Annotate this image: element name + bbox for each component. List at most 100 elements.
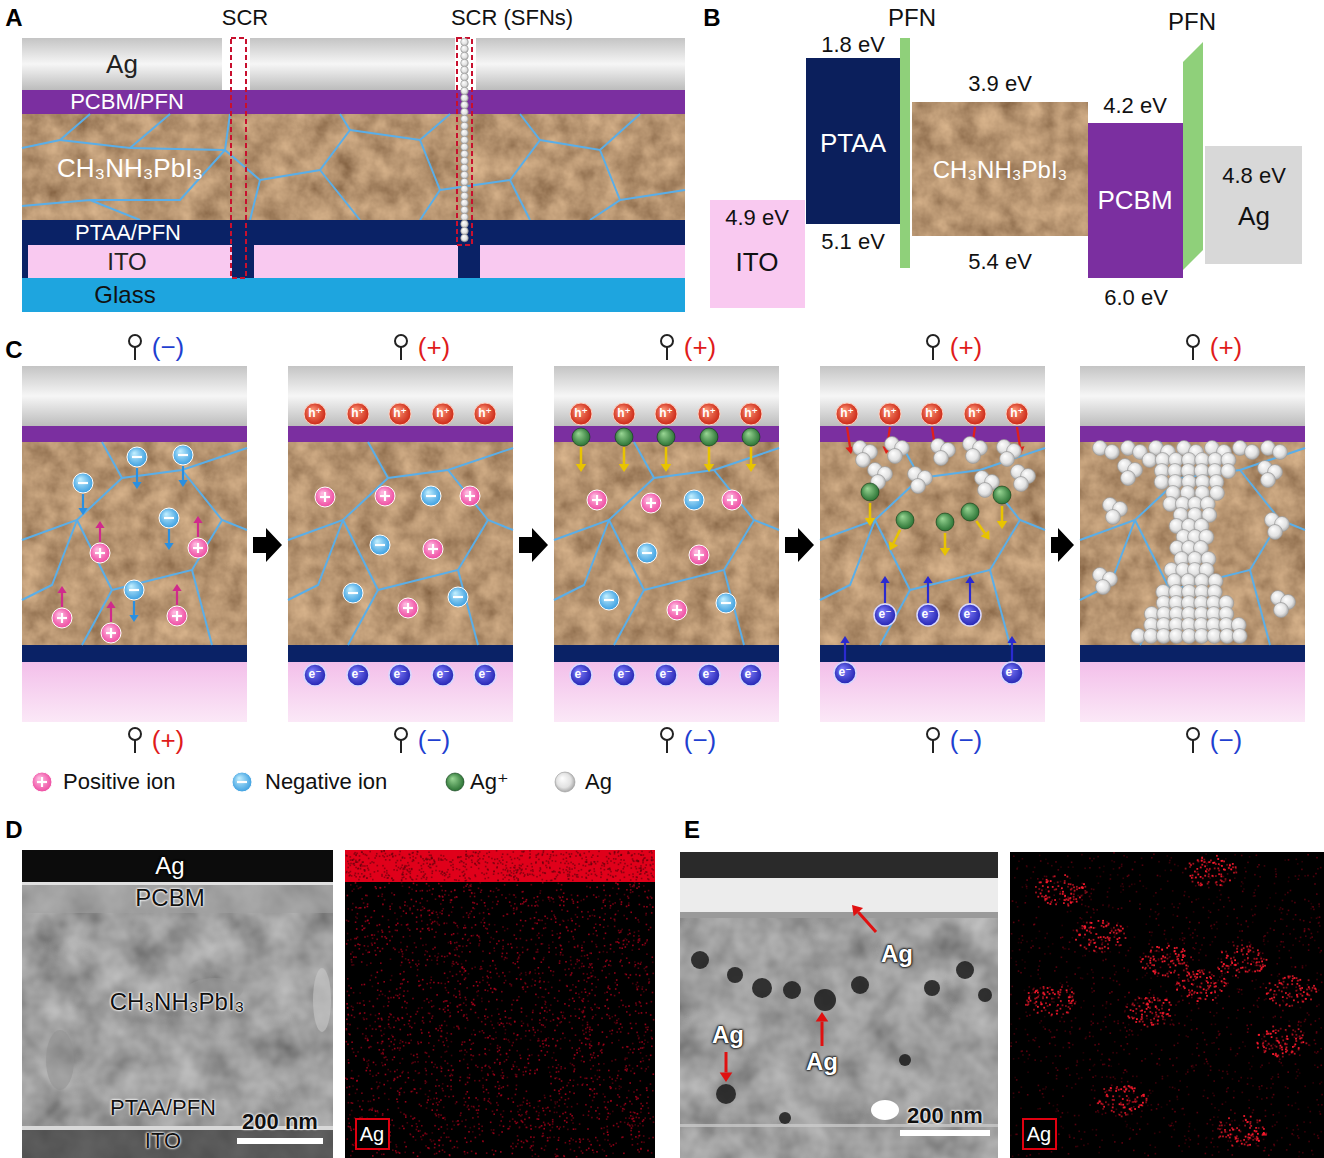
generated-illustration-part (563, 1012, 565, 1014)
generated-illustration-part (934, 451, 949, 466)
generated-illustration-part (511, 1068, 513, 1070)
generated-illustration-part (481, 899, 483, 901)
generated-illustration-part (611, 1042, 613, 1044)
generated-illustration-part (478, 1109, 480, 1111)
generated-illustration-part (388, 1038, 390, 1040)
generated-illustration-part (436, 1115, 438, 1117)
generated-illustration-part (415, 947, 417, 949)
generated-illustration-part (1187, 728, 1199, 740)
generated-illustration-part (561, 909, 563, 911)
generated-illustration-part (466, 1014, 468, 1016)
generated-illustration-part (604, 945, 606, 947)
generated-illustration-part (861, 483, 879, 501)
generated-illustration-part (408, 1023, 410, 1025)
generated-illustration-part (545, 923, 547, 925)
generated-illustration-part (583, 899, 585, 901)
generated-illustration-part (639, 1042, 641, 1044)
generated-illustration-part (645, 913, 647, 915)
generated-illustration-part (383, 1033, 385, 1035)
generated-illustration-part (349, 1024, 351, 1026)
generated-illustration-part (461, 52, 469, 60)
generated-illustration-part (496, 904, 498, 906)
generated-illustration-part (597, 1055, 599, 1057)
generated-illustration-part (465, 934, 467, 936)
generated-illustration-part (428, 1096, 430, 1098)
generated-illustration-part (376, 925, 378, 927)
generated-illustration-part (1051, 528, 1074, 562)
generated-illustration-part (525, 972, 527, 974)
generated-illustration-part (347, 1014, 349, 1016)
generated-illustration-part (380, 962, 382, 964)
generated-illustration-part (619, 947, 621, 949)
generated-illustration-part (434, 947, 436, 949)
generated-illustration-part (647, 1029, 649, 1031)
generated-illustration-part (538, 1038, 540, 1040)
generated-illustration-part (498, 1088, 500, 1090)
generated-illustration-part (453, 963, 455, 965)
generated-illustration-part (451, 1065, 453, 1067)
generated-illustration-part (379, 1049, 381, 1051)
generated-illustration-part (477, 1099, 479, 1101)
generated-illustration-part (591, 941, 593, 943)
generated-illustration-part (629, 929, 631, 931)
generated-illustration-part (548, 898, 550, 900)
generated-illustration-part (568, 968, 570, 970)
generated-illustration-part (474, 1126, 476, 1128)
generated-illustration-part (444, 894, 446, 896)
generated-illustration-part (559, 1078, 561, 1080)
generated-illustration-part (377, 972, 379, 974)
generated-illustration-part (465, 1027, 467, 1029)
generated-illustration-part (415, 1139, 417, 1141)
generated-illustration-part (352, 890, 354, 892)
generated-illustration-part (522, 903, 524, 905)
generated-illustration-part (591, 1009, 593, 1011)
generated-illustration-part (22, 662, 247, 722)
generated-illustration-part (478, 945, 480, 947)
generated-illustration-part (349, 1086, 351, 1088)
generated-illustration-part (558, 1090, 560, 1092)
generated-illustration-part (648, 929, 650, 931)
generated-illustration-part (509, 894, 511, 896)
generated-illustration-part (488, 1092, 490, 1094)
generated-illustration-part (396, 930, 398, 932)
generated-illustration-part (559, 980, 561, 982)
generated-illustration-part (628, 897, 630, 899)
generated-illustration-part (363, 1000, 365, 1002)
generated-illustration-part (606, 991, 608, 993)
generated-illustration-part (571, 894, 573, 896)
generated-illustration-part (346, 1028, 348, 1030)
generated-illustration-part (639, 904, 641, 906)
generated-illustration-part (614, 919, 616, 921)
generated-illustration-part (402, 1125, 404, 1127)
generated-illustration-part (386, 938, 388, 940)
generated-illustration-part (501, 894, 503, 896)
generated-illustration-part (534, 905, 536, 907)
generated-illustration-part (366, 1070, 368, 1072)
generated-illustration-part (590, 1068, 592, 1070)
generated-illustration-part (579, 1009, 581, 1011)
generated-illustration-part (620, 1086, 622, 1088)
generated-illustration-part (632, 1043, 634, 1045)
generated-illustration-part (609, 1144, 611, 1146)
generated-illustration-part (609, 973, 611, 975)
generated-illustration-part (572, 1122, 574, 1124)
generated-illustration-part (502, 948, 504, 950)
generated-illustration-part (523, 1101, 525, 1103)
generated-illustration-part (615, 882, 617, 884)
generated-illustration-part (429, 1148, 431, 1150)
generated-illustration-part (573, 1000, 575, 1002)
generated-illustration-part (426, 1107, 428, 1109)
generated-illustration-part (646, 966, 648, 968)
generated-illustration-part (488, 1098, 490, 1100)
generated-illustration-part (444, 973, 446, 975)
generated-illustration-part (541, 943, 543, 945)
generated-illustration-part (622, 1108, 624, 1110)
generated-illustration-part (413, 905, 415, 907)
generated-illustration-part (413, 1079, 415, 1081)
generated-illustration-part (505, 980, 507, 982)
generated-illustration-part (426, 998, 428, 1000)
generated-illustration-part (562, 1033, 564, 1035)
generated-illustration-part (618, 1070, 620, 1072)
generated-illustration-part (452, 906, 454, 908)
generated-illustration-part (527, 1024, 529, 1026)
